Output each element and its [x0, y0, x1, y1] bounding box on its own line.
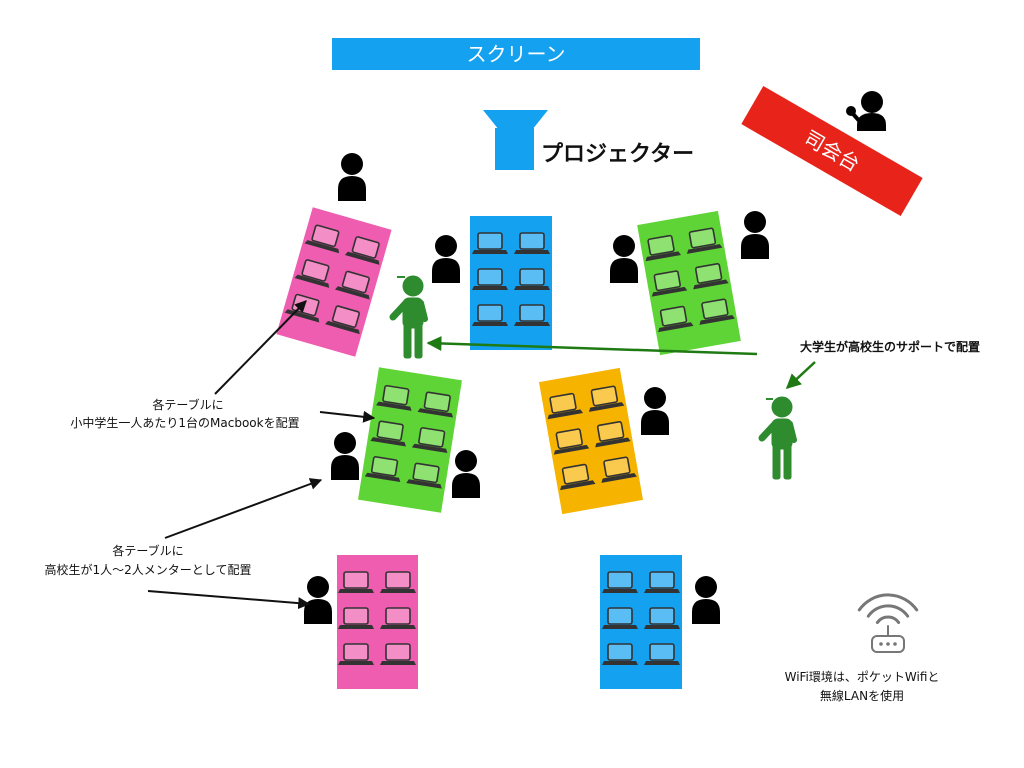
mc-with-microphone-icon: [846, 91, 886, 131]
laptop-icon: [643, 643, 681, 666]
laptop-note-arrow-1: [214, 300, 307, 395]
participant-icon: [304, 576, 332, 624]
participant-icon: [331, 432, 359, 480]
laptop-icon: [601, 571, 639, 594]
mentors: [393, 276, 794, 479]
mentor-note: 各テーブルに 高校生が1人〜2人メンターとして配置: [45, 543, 252, 577]
mentor-note-line2: 高校生が1人〜2人メンターとして配置: [45, 562, 252, 577]
participant-icon: [452, 450, 480, 498]
laptop-icon: [601, 607, 639, 630]
mentor-note-line1: 各テーブルに: [112, 543, 183, 558]
podium-block: [741, 85, 923, 217]
laptop-icon: [337, 607, 375, 630]
table-green-middle-left: [358, 367, 462, 513]
screen-bar: [332, 38, 700, 70]
university-student-icon: [393, 276, 425, 358]
participant-icon: [610, 235, 638, 283]
laptop-icon: [379, 607, 417, 630]
laptop-icon: [471, 232, 509, 255]
table-pink-top-left: [276, 207, 392, 357]
university-student-icon: [762, 397, 794, 479]
laptop-icon: [337, 643, 375, 666]
table-blue-bottom-right: [600, 555, 682, 689]
participant-icon: [692, 576, 720, 624]
wifi-router-icon: [857, 593, 919, 653]
participant-icon: [338, 153, 366, 201]
participant-icon: [741, 211, 769, 259]
participant-icon: [432, 235, 460, 283]
projector-icon: [483, 110, 548, 170]
laptop-icon: [337, 571, 375, 594]
screen-label: スクリーン: [467, 42, 566, 66]
laptop-icon: [471, 268, 509, 291]
mentor-note-arrow-2: [147, 590, 311, 610]
laptop-note-line2: 小中学生一人あたり1台のMacbookを配置: [70, 415, 299, 430]
support-note: 大学生が高校生のサポートで配置: [800, 339, 980, 354]
support-note-arrow: [785, 361, 816, 390]
laptop-icon: [643, 607, 681, 630]
laptop-icon: [643, 571, 681, 594]
laptop-note: 各テーブルに 小中学生一人あたり1台のMacbookを配置: [70, 397, 299, 430]
projector-label: プロジェクター: [541, 142, 694, 167]
laptop-note-line1: 各テーブルに: [152, 397, 223, 412]
wifi-note-line2: 無線LANを使用: [820, 688, 904, 703]
laptop-icon: [379, 571, 417, 594]
mc-podium: 司会台: [741, 85, 923, 217]
wifi-note-line1: WiFi環境は、ポケットWifiと: [785, 669, 940, 684]
table-blue-top-center: [470, 216, 552, 350]
laptop-icon: [601, 643, 639, 666]
screen: スクリーン: [332, 38, 700, 70]
table-green-top-right: [637, 210, 741, 356]
table-pink-bottom-left: [337, 555, 418, 689]
table-orange-middle-right: [538, 367, 644, 515]
support-path-arrow: [426, 335, 758, 356]
mentor-note-arrow-1: [164, 478, 323, 539]
laptop-icon: [513, 304, 551, 327]
wifi-note: WiFi環境は、ポケットWifiと 無線LANを使用: [785, 669, 940, 703]
laptop-icon: [379, 643, 417, 666]
laptop-icon: [513, 268, 551, 291]
participant-icon: [641, 387, 669, 435]
laptop-icon: [471, 304, 509, 327]
laptop-icon: [513, 232, 551, 255]
laptop-note-arrow-2: [319, 410, 376, 423]
